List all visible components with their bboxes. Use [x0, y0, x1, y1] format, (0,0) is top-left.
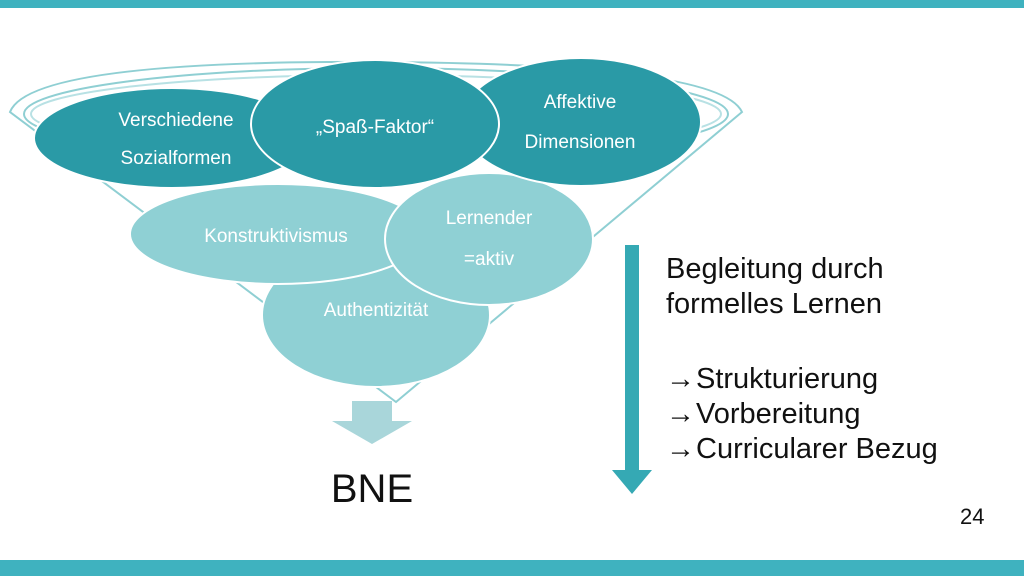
side-item-strukturierung: →Strukturierung	[666, 362, 1006, 397]
right-arrow-icon: →	[666, 363, 695, 395]
side-item-label: Curricularer Bezug	[696, 433, 938, 465]
bne-down-arrow	[332, 401, 412, 444]
lernender-line1: Lernender	[446, 208, 533, 229]
verschiedene-line2: Sozialformen	[121, 148, 232, 169]
side-panel: Begleitung durch formelles Lernen →Struk…	[666, 252, 1006, 467]
side-item-curricularer-bezug: →Curricularer Bezug	[666, 432, 1006, 467]
top-accent-band	[0, 0, 1024, 8]
right-arrow-icon: →	[666, 398, 695, 430]
right-arrow-icon: →	[666, 433, 695, 465]
konstruktivismus-ellipse: Konstruktivismus	[129, 183, 427, 285]
side-item-vorbereitung: →Vorbereitung	[666, 397, 1006, 432]
spass-faktor-label: „Spaß-Faktor“	[316, 117, 434, 138]
spass-faktor-ellipse: „Spaß-Faktor“	[250, 59, 500, 189]
page-number: 24	[960, 504, 985, 529]
affektive-line1: Affektive	[544, 92, 617, 113]
lernender-ellipse: Lernender =aktiv	[384, 172, 594, 306]
konstruktivismus-label: Konstruktivismus	[204, 226, 348, 247]
side-item-label: Strukturierung	[696, 363, 879, 395]
bottom-accent-band	[0, 560, 1024, 576]
spacer	[666, 322, 1006, 362]
affektive-line2: Dimensionen	[525, 132, 636, 153]
bne-label: BNE	[331, 467, 413, 511]
side-heading-line2: formelles Lernen	[666, 288, 882, 320]
verschiedene-line1: Verschiedene	[118, 110, 233, 131]
formal-learning-down-arrow	[612, 245, 652, 494]
side-item-label: Vorbereitung	[696, 398, 861, 430]
side-heading-line1: Begleitung durch	[666, 253, 884, 285]
authentizitaet-label: Authentizität	[324, 300, 429, 321]
lernender-line2: =aktiv	[464, 249, 515, 270]
